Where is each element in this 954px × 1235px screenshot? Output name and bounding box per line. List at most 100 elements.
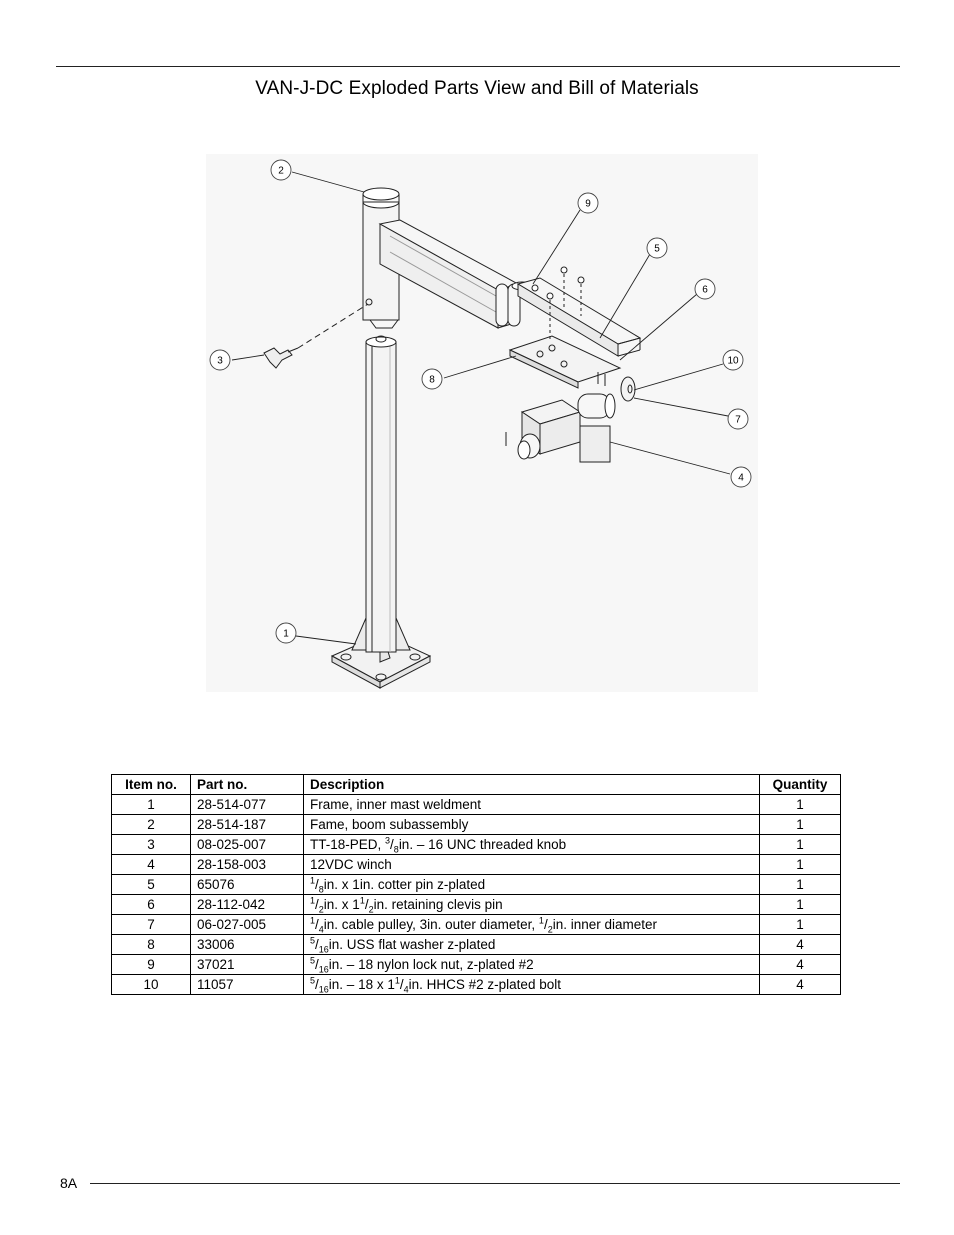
cell-part-no: 37021	[190, 954, 304, 975]
description-fragment: 16	[318, 964, 329, 975]
trolley-plate	[508, 335, 622, 389]
cell-quantity: 4	[759, 974, 841, 995]
drawing-background	[206, 154, 758, 692]
description-fragment: in. x 1in. cotter pin z-plated	[323, 876, 486, 892]
description-fragment: in. HHCS #2 z-plated bolt	[408, 976, 561, 992]
page-number: 8A	[60, 1175, 78, 1191]
description-fragment: in. x 1	[323, 896, 360, 912]
footer-rule	[90, 1183, 900, 1184]
description-fragment: 1	[359, 895, 365, 905]
svg-text:1: 1	[283, 629, 289, 640]
cell-quantity: 4	[759, 934, 841, 955]
cell-item-no: 3	[111, 834, 191, 855]
cell-part-no: 28-514-187	[190, 814, 304, 835]
callout-3: 3	[209, 349, 231, 371]
description-fragment: 1	[394, 975, 400, 985]
description-fragment: in. cable pulley, 3in. outer diameter,	[323, 916, 539, 932]
description-fragment: 5	[310, 975, 316, 985]
cell-description: Fame, boom subassembly	[303, 814, 760, 835]
cell-part-no: 06-027-005	[190, 914, 304, 935]
table-header-row: Item no. Part no. Description Quantity	[111, 774, 841, 795]
cell-item-no: 2	[111, 814, 191, 835]
cell-part-no: 28-112-042	[190, 894, 304, 915]
cell-part-no: 28-158-003	[190, 854, 304, 875]
winch	[505, 393, 616, 463]
header-rule	[56, 66, 900, 67]
header-item-no: Item no.	[111, 774, 191, 795]
description-fragment: in. – 18 x 1	[328, 976, 395, 992]
header-description: Description	[303, 774, 760, 795]
description-fragment: /	[315, 876, 319, 892]
svg-text:8: 8	[429, 375, 435, 386]
description-fragment: in. – 16 UNC threaded knob	[398, 836, 567, 852]
description-fragment: 1	[310, 915, 316, 925]
callout-9: 9	[577, 192, 599, 214]
description-fragment: 5	[310, 935, 316, 945]
callout-2: 2	[270, 159, 292, 181]
cell-description: 1/2in. x 11/2in. retaining clevis pin	[303, 894, 760, 915]
cell-quantity: 1	[759, 834, 841, 855]
callout-4: 4	[730, 466, 752, 488]
cell-quantity: 4	[759, 954, 841, 975]
cell-part-no: 08-025-007	[190, 834, 304, 855]
description-fragment: /	[315, 956, 319, 972]
svg-text:3: 3	[217, 356, 223, 367]
cell-description: 5/16in. – 18 x 11/4in. HHCS #2 z-plated …	[303, 974, 760, 995]
description-fragment: in. USS flat washer z-plated	[328, 936, 496, 952]
cell-part-no: 33006	[190, 934, 304, 955]
cell-quantity: 1	[759, 814, 841, 835]
description-fragment: /	[315, 896, 319, 912]
cell-quantity: 1	[759, 914, 841, 935]
description-fragment: /	[315, 936, 319, 952]
cell-description: Frame, inner mast weldment	[303, 794, 760, 815]
description-fragment: in. retaining clevis pin	[373, 896, 503, 912]
callout-1: 1	[275, 622, 297, 644]
description-fragment: 3	[385, 835, 391, 845]
cell-item-no: 8	[111, 934, 191, 955]
cell-item-no: 10	[111, 974, 191, 995]
description-fragment: 8	[393, 844, 399, 855]
cell-item-no: 6	[111, 894, 191, 915]
cell-description: 5/16in. USS flat washer z-plated	[303, 934, 760, 955]
callout-balloons: 1 2 3 4 5 6 7 8 9 10	[209, 159, 752, 644]
description-fragment: 2	[368, 904, 374, 915]
description-fragment: 4	[318, 924, 324, 935]
description-fragment: 2	[318, 904, 324, 915]
cell-quantity: 1	[759, 894, 841, 915]
header-quantity: Quantity	[759, 774, 841, 795]
description-fragment: 16	[318, 944, 329, 955]
page-title: VAN-J-DC Exploded Parts View and Bill of…	[255, 78, 699, 99]
svg-text:2: 2	[278, 166, 284, 177]
svg-text:4: 4	[738, 473, 744, 484]
description-fragment: 1	[310, 875, 316, 885]
cell-description: 1/4in. cable pulley, 3in. outer diameter…	[303, 914, 760, 935]
cell-description: TT-18-PED, 3/8in. – 16 UNC threaded knob	[303, 834, 760, 855]
exploded-parts-drawing: 1 2 3 4 5 6 7 8 9 10	[206, 154, 758, 692]
svg-text:9: 9	[585, 199, 591, 210]
description-fragment: in. inner diameter	[552, 916, 658, 932]
cell-quantity: 1	[759, 874, 841, 895]
svg-text:6: 6	[702, 285, 708, 296]
cell-quantity: 1	[759, 794, 841, 815]
cell-part-no: 65076	[190, 874, 304, 895]
inner-mast	[365, 335, 397, 653]
cell-part-no: 28-514-077	[190, 794, 304, 815]
description-fragment: Fame, boom subassembly	[310, 816, 469, 832]
svg-text:5: 5	[654, 244, 660, 255]
description-fragment: /	[315, 916, 319, 932]
callout-7: 7	[727, 408, 749, 430]
description-fragment: /	[399, 976, 404, 992]
cell-description: 5/16in. – 18 nylon lock nut, z-plated #2	[303, 954, 760, 975]
description-fragment: /	[315, 976, 319, 992]
description-fragment: /	[390, 836, 394, 852]
cell-item-no: 7	[111, 914, 191, 935]
description-fragment: 5	[310, 955, 316, 965]
description-fragment: 1	[538, 915, 544, 925]
